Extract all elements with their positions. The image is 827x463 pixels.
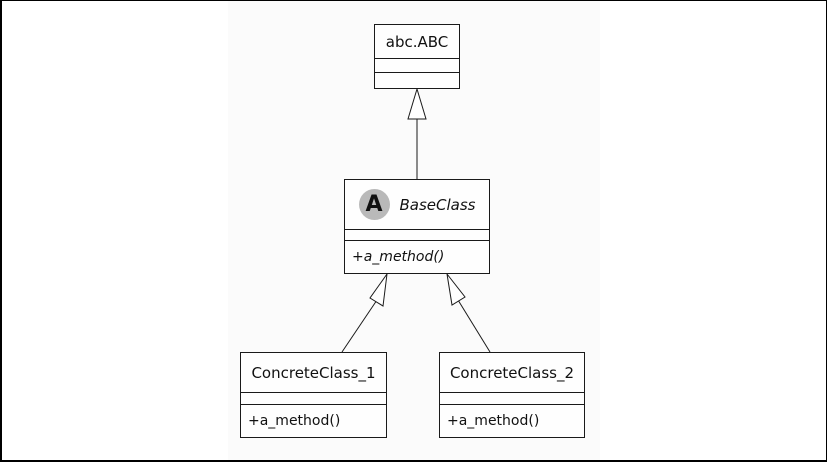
class-abc-abc-header: abc.ABC bbox=[375, 25, 459, 59]
class-baseclass-header: A BaseClass bbox=[345, 180, 489, 230]
class-concreteclass-1-methods: +a_method() bbox=[241, 405, 386, 437]
class-abc-abc-attributes bbox=[375, 59, 459, 73]
class-baseclass-method: +a_method() bbox=[352, 249, 445, 265]
class-concreteclass-1: ConcreteClass_1 +a_method() bbox=[240, 352, 387, 438]
class-abc-abc: abc.ABC bbox=[374, 24, 460, 89]
class-concreteclass-2-header: ConcreteClass_2 bbox=[440, 353, 584, 393]
class-concreteclass-2-method: +a_method() bbox=[447, 413, 540, 429]
class-abc-abc-name: abc.ABC bbox=[385, 32, 449, 51]
class-baseclass-name: BaseClass bbox=[399, 195, 476, 214]
generalization-arrowhead-concrete1 bbox=[369, 273, 388, 307]
class-concreteclass-2-name: ConcreteClass_2 bbox=[449, 363, 575, 382]
edge-concrete2-to-baseclass bbox=[457, 299, 491, 353]
class-concreteclass-2-attributes bbox=[440, 393, 584, 405]
class-baseclass-methods: +a_method() bbox=[345, 241, 489, 273]
generalization-arrowhead-abc bbox=[407, 87, 427, 120]
class-abc-abc-methods bbox=[375, 73, 459, 88]
edge-concrete1-to-baseclass bbox=[341, 299, 378, 353]
class-baseclass-attributes bbox=[345, 230, 489, 241]
class-baseclass: A BaseClass +a_method() bbox=[344, 179, 490, 274]
class-concreteclass-1-attributes bbox=[241, 393, 386, 405]
class-concreteclass-2: ConcreteClass_2 +a_method() bbox=[439, 352, 585, 438]
class-concreteclass-2-methods: +a_method() bbox=[440, 405, 584, 437]
generalization-arrowhead-concrete2 bbox=[446, 273, 466, 306]
abstract-class-icon: A bbox=[358, 189, 390, 220]
class-concreteclass-1-method: +a_method() bbox=[248, 413, 341, 429]
class-concreteclass-1-name: ConcreteClass_1 bbox=[251, 363, 376, 382]
class-concreteclass-1-header: ConcreteClass_1 bbox=[241, 353, 386, 393]
